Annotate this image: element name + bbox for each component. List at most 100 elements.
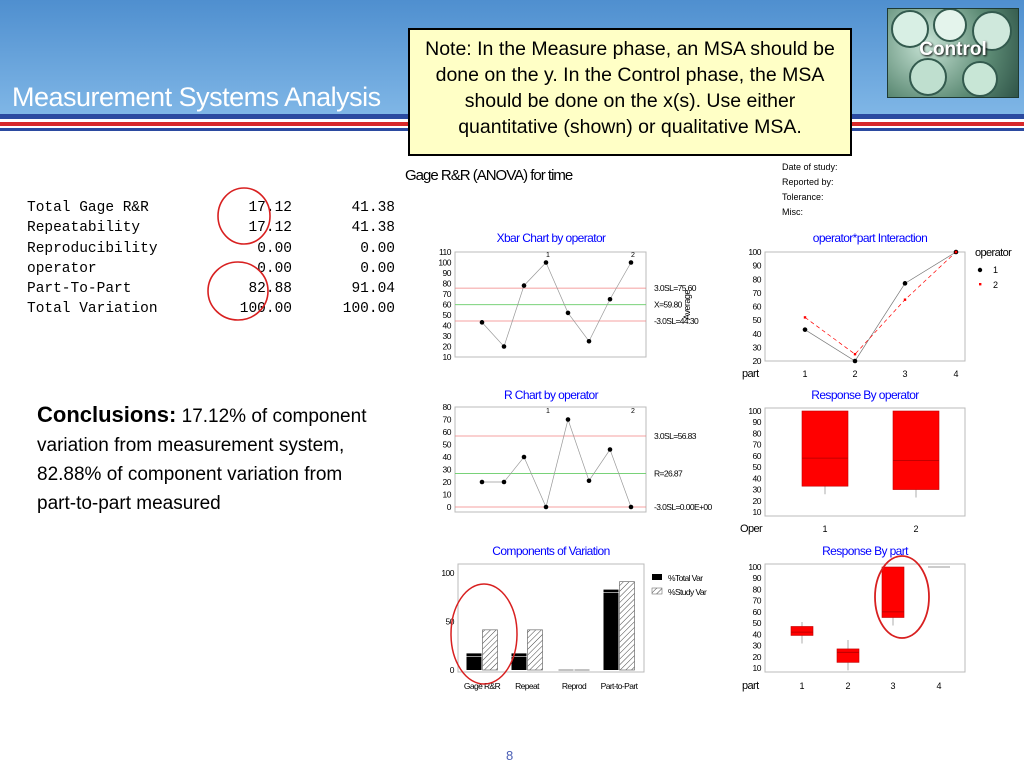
row-label: Reproducibility xyxy=(27,240,158,257)
y-tick-label: 110 xyxy=(439,247,452,257)
highlight-circle-icon xyxy=(874,555,930,639)
x-tick-label: 4 xyxy=(953,369,958,379)
y-tick-label: 10 xyxy=(443,352,452,362)
box-body xyxy=(881,566,905,618)
rchart-point xyxy=(565,417,571,422)
xbar-point xyxy=(521,283,527,288)
y-tick-label: 10 xyxy=(443,490,452,500)
rchart-point xyxy=(628,504,634,510)
x-tick-label: 1 xyxy=(802,369,807,379)
rchart-point xyxy=(543,504,549,510)
xbar-point xyxy=(607,296,613,302)
y-tick-label: 90 xyxy=(443,268,452,278)
control-limit-label: X=59.80 xyxy=(654,300,683,310)
control-limit-label: -3.0SL=44.30 xyxy=(654,316,699,326)
rchart-series-line xyxy=(482,418,632,509)
xbar-point xyxy=(586,338,592,344)
y-tick-label: 50 xyxy=(753,462,762,472)
response-part-plot-frame xyxy=(764,563,966,673)
series-point xyxy=(954,250,958,254)
panel-label: 1 xyxy=(546,252,550,259)
y-axis-label: Average xyxy=(682,290,692,320)
bar-study-var xyxy=(527,629,543,671)
study-misc: Misc: xyxy=(782,207,803,217)
chart-title: Response By part xyxy=(822,544,909,558)
study-tolerance: Tolerance: xyxy=(782,192,824,202)
series-point xyxy=(853,352,857,356)
study-reported-by: Reported by: xyxy=(782,177,834,187)
x-tick-label: Repeat xyxy=(515,681,540,691)
y-tick-label: 30 xyxy=(753,641,762,651)
bar-study-var xyxy=(619,581,635,671)
box-body xyxy=(801,410,849,487)
xbar-point xyxy=(501,344,507,349)
series-point xyxy=(852,358,858,364)
legend-label: %Total Var xyxy=(668,573,703,583)
y-tick-label: 70 xyxy=(753,440,762,450)
box-body xyxy=(892,410,940,490)
components-plot-frame xyxy=(457,563,645,673)
row-study-var: 0.00 xyxy=(257,240,292,257)
y-tick-label: 40 xyxy=(753,629,762,639)
y-tick-label: 80 xyxy=(443,279,452,289)
row-total-var: 0.00 xyxy=(360,260,395,277)
legend-label: 1 xyxy=(993,265,998,275)
rchart-point xyxy=(501,479,507,485)
legend-label: %Study Var xyxy=(668,587,707,597)
series-point xyxy=(802,327,808,332)
y-tick-label: 80 xyxy=(753,584,762,594)
y-tick-label: 10 xyxy=(753,507,762,517)
conclusions-label: Conclusions: xyxy=(37,402,177,427)
rchart-point xyxy=(586,478,592,484)
bar-total-var xyxy=(511,653,527,670)
x-axis-label: Oper xyxy=(740,523,763,535)
legend-swatch-total xyxy=(652,574,662,580)
y-tick-label: 90 xyxy=(753,261,762,271)
legend-marker xyxy=(979,283,982,286)
y-tick-label: 10 xyxy=(753,663,762,673)
y-tick-label: 100 xyxy=(441,568,454,578)
y-tick-label: 40 xyxy=(443,452,452,462)
y-tick-label: 70 xyxy=(753,596,762,606)
row-study-var: 0.00 xyxy=(257,260,292,277)
y-tick-label: 80 xyxy=(753,428,762,438)
row-study-var: 17.12 xyxy=(248,220,292,237)
highlight-circle-icon xyxy=(207,261,269,321)
y-tick-label: 50 xyxy=(753,315,762,325)
chart-title: R Chart by operator xyxy=(504,388,599,402)
row-total-var: 91.04 xyxy=(351,281,395,298)
x-tick-label: 2 xyxy=(845,681,850,691)
xbar-point xyxy=(565,310,571,316)
row-total-var: 100.00 xyxy=(342,301,395,318)
row-study-var: 100.00 xyxy=(239,301,292,318)
y-tick-label: 20 xyxy=(443,342,452,352)
row-label: Repeatability xyxy=(27,220,141,237)
row-label: Total Variation xyxy=(27,301,158,318)
y-tick-label: 60 xyxy=(443,427,452,437)
series-point xyxy=(803,316,807,319)
gauge-photo-icon: Control xyxy=(887,8,1019,98)
study-info: Date of study: Reported by: Tolerance: M… xyxy=(782,160,838,220)
rchart-point xyxy=(607,447,613,452)
row-label: Part-To-Part xyxy=(27,281,132,298)
y-tick-label: 50 xyxy=(446,617,455,627)
y-tick-label: 40 xyxy=(753,329,762,339)
row-study-var: 17.12 xyxy=(248,200,292,216)
y-tick-label: 60 xyxy=(753,451,762,461)
series-point xyxy=(903,298,907,301)
y-tick-label: 0 xyxy=(450,665,455,675)
x-tick-label: 3 xyxy=(890,681,895,691)
y-tick-label: 80 xyxy=(753,274,762,284)
study-date: Date of study: xyxy=(782,162,838,172)
x-tick-label: 2 xyxy=(913,524,918,534)
y-tick-label: 100 xyxy=(748,406,761,416)
y-tick-label: 60 xyxy=(753,607,762,617)
y-tick-label: 80 xyxy=(443,402,452,412)
note-box: Note: In the Measure phase, an MSA shoul… xyxy=(408,28,852,156)
row-total-var: 41.38 xyxy=(351,200,395,216)
highlight-circle-icon xyxy=(450,583,518,685)
bar-total-var xyxy=(603,589,619,670)
